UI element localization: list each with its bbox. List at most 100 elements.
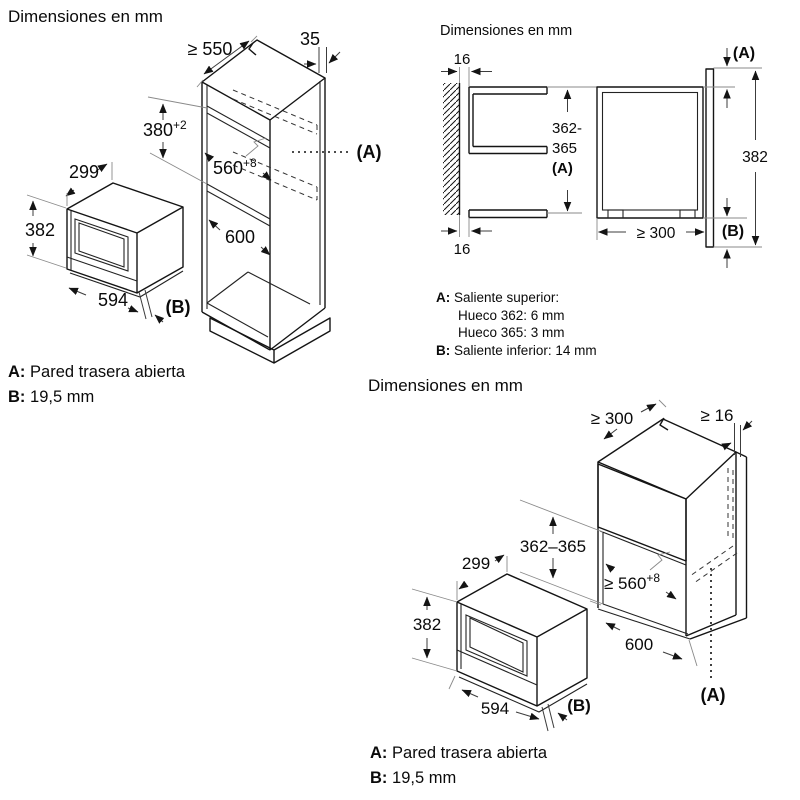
note-line: B: 19,5 mm (370, 769, 457, 787)
diagram1-title: Dimensiones en mm (8, 7, 163, 26)
dim-lower-compartment: 600 (208, 219, 271, 256)
dim-front-frame: 35 (300, 29, 341, 73)
cabinet-outline (201, 78, 326, 351)
appliance-body (596, 86, 704, 219)
appliance-body-inner (601, 91, 699, 211)
microwave-body (66, 182, 184, 294)
dim-bottom-protrusion: (B) (703, 198, 747, 268)
dim-label-300-top: ≥ 300 (591, 409, 633, 428)
label-a-leader-3: (A) (701, 568, 726, 705)
microwave3-body (456, 573, 588, 707)
dim-label-382: 382 (25, 220, 55, 240)
dim-mw-depth-3: 299 (456, 554, 508, 600)
dim-niche-depth: ≥ 300 (596, 218, 705, 242)
note-line: A: Saliente superior: (436, 290, 560, 305)
dim-niche-height-3: 362–365 (519, 499, 604, 605)
microwave3-window (465, 614, 528, 677)
label-b: (B) (166, 297, 191, 317)
dim-label-594: 594 (98, 290, 128, 310)
cabinet3-outline (597, 451, 748, 640)
dim-wall-gap-bottom: 16 (441, 215, 492, 258)
label-a-top: (A) (733, 45, 755, 62)
dim-top-protrusion: (A) (703, 45, 762, 108)
dim-mw-height-3: 382 (411, 588, 458, 672)
dim-label-380: 380+2 (143, 118, 187, 140)
cabinet-plinth (209, 317, 331, 364)
dim-label-382-3: 382 (413, 615, 441, 634)
wall-hatching (443, 83, 460, 215)
note-line: A: Pared trasera abierta (370, 744, 548, 762)
diagram3-title: Dimensiones en mm (368, 376, 523, 395)
note-line: Hueco 362: 6 mm (458, 307, 565, 323)
dim-label-600: 600 (225, 227, 255, 247)
niche-section-profile (468, 86, 548, 219)
label-a: (A) (357, 142, 382, 162)
diagram1-tall-cabinet: ≥ 550 35 380+2 560+8 600 (25, 29, 382, 364)
appliance-foot-right (679, 209, 696, 219)
note-line: B: Saliente inferior: 14 mm (436, 342, 597, 358)
microwave-oven (66, 182, 184, 298)
dim-label-299-3: 299 (462, 554, 490, 573)
dim-bottom-depth: 600 (589, 600, 698, 667)
cabinet3-apex-notch (659, 417, 669, 431)
diagram2-notes: A: Saliente superior: Hueco 362: 6 mm Hu… (436, 289, 597, 359)
dim-mw-width-3: 594 (448, 675, 540, 721)
dim-wall-gap-top: 16 (441, 51, 492, 87)
dim-mw-width: 594 (68, 287, 139, 313)
label-a-3: (A) (701, 685, 726, 705)
microwave-bottom-band (66, 256, 138, 282)
dim-label-16-wall: ≥ 16 (701, 406, 734, 425)
microwave3-bottom-band (456, 649, 538, 686)
microwave-oven-3 (456, 573, 588, 713)
label-b-marks-3: (B) (541, 696, 591, 732)
dim-mw-height: 382 (25, 194, 67, 269)
dim-mw-depth: 299 (65, 162, 113, 206)
dim-label-560: 560+8 (213, 156, 257, 178)
microwave3-base-sliver (458, 676, 588, 713)
cabinet3-door-bottom (599, 530, 687, 566)
label-a-leader: (A) (292, 142, 382, 162)
dim-label-560-3: ≥ 560+8 (604, 571, 660, 593)
cabinet-floor (206, 271, 311, 338)
note-line: B: 19,5 mm (8, 388, 95, 406)
dim-niche-width: 560+8 (204, 137, 272, 181)
dim-niche-height-section: 362- 365 (A) (547, 86, 597, 214)
dim-label-16-top: 16 (454, 51, 471, 68)
dim-label-16-bottom: 16 (454, 241, 471, 258)
dim-label-300: ≥ 300 (637, 225, 676, 242)
svg-text:365: 365 (552, 140, 577, 157)
dim-niche-width-3: ≥ 560+8 (604, 551, 677, 600)
diagram2-title: Dimensiones en mm (440, 23, 573, 39)
diagram3-notes: A: Pared trasera abierta B: 19,5 mm (370, 741, 547, 791)
appliance-side-view (596, 68, 715, 248)
cabinet3-open-back-dashed (689, 468, 738, 584)
diagram3-wall-cabinet: ≥ 300 ≥ 16 362–365 ≥ 560+8 600 (411, 399, 753, 732)
label-b-3: (B) (567, 696, 591, 715)
dim-label-550: ≥ 550 (188, 39, 233, 59)
dim-label-382-side: 382 (742, 149, 768, 166)
dim-top-depth: ≥ 300 (591, 399, 667, 440)
dim-front-panel-height: 382 (713, 70, 768, 248)
label-b-marks: (B) (138, 289, 191, 324)
dim-label-594-3: 594 (481, 699, 509, 718)
appliance-foot-left (607, 209, 624, 219)
dim-wall-gap: ≥ 16 (701, 406, 753, 457)
open-back-dashed-lines (232, 89, 318, 201)
note-line: Hueco 365: 3 mm (458, 325, 565, 340)
svg-text:(A): (A) (552, 160, 573, 177)
appliance-front-panel (705, 68, 715, 248)
dim-cabinet-depth: ≥ 550 (188, 35, 258, 88)
dim-label-299: 299 (69, 162, 99, 182)
microwave-window (74, 218, 129, 272)
diagram1-notes: A: Pared trasera abierta B: 19,5 mm (8, 360, 185, 410)
dim-label-362-365-3: 362–365 (520, 537, 586, 556)
label-b-bottom: (B) (722, 223, 744, 240)
dim-niche-height: 380+2 (143, 96, 208, 185)
cabinet3-niche-edges (597, 532, 691, 640)
cabinet-inner-edges (206, 81, 321, 309)
cabinet-shelves (206, 105, 271, 227)
note-line: A: Pared trasera abierta (8, 363, 186, 381)
diagram2-side-section: 16 16 362- 365 (A) (441, 45, 768, 268)
